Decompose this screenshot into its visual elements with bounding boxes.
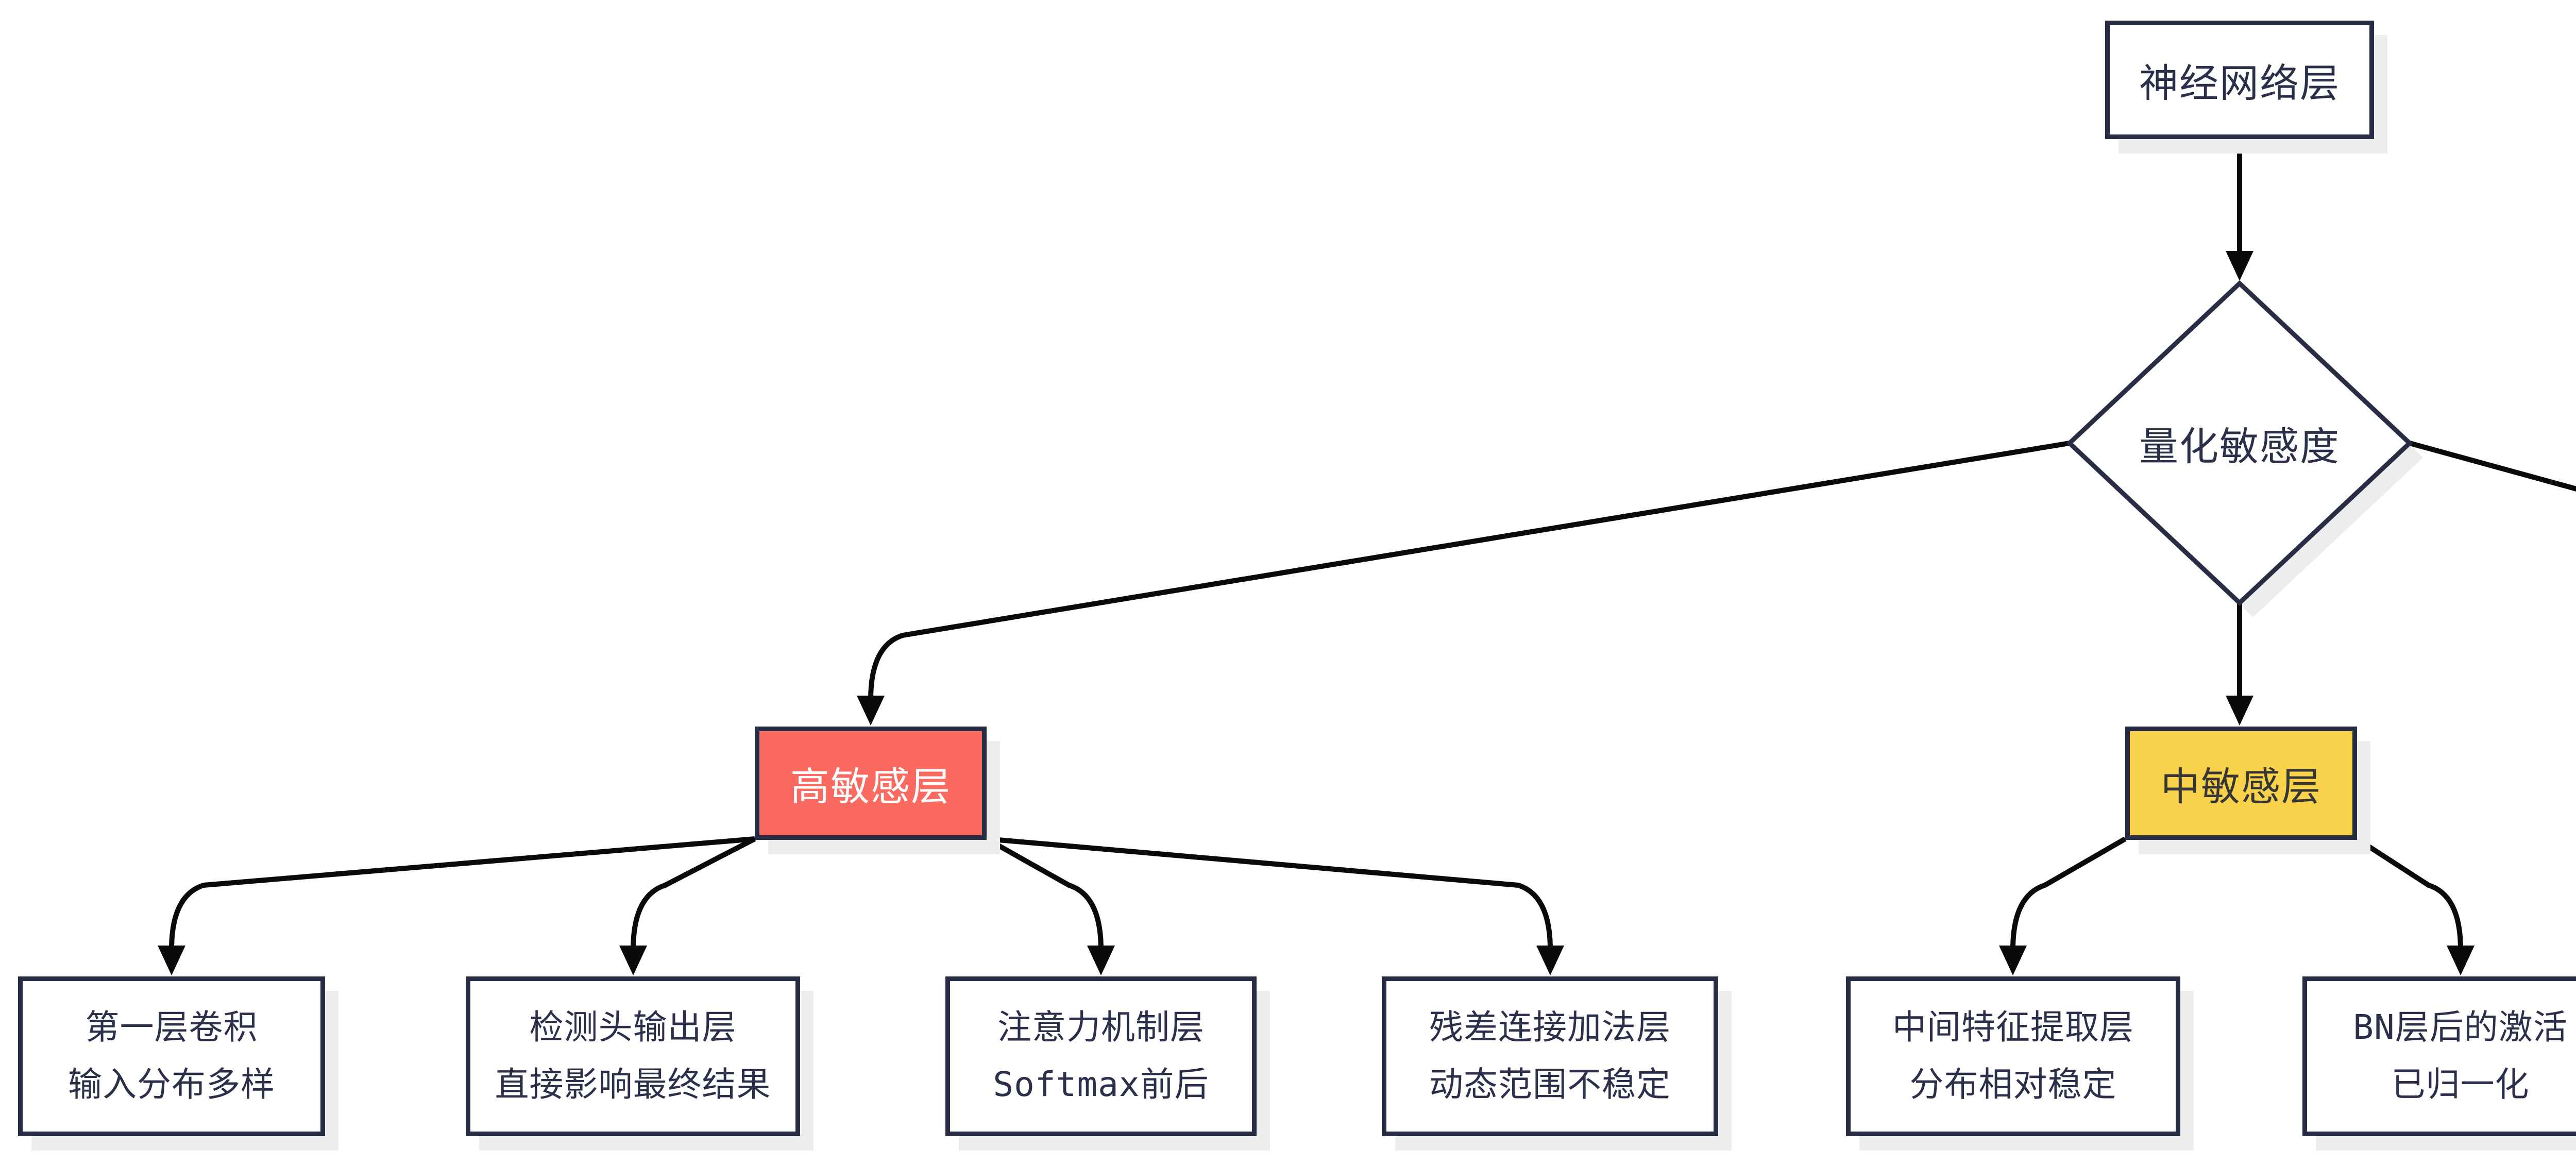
- leaf-line: 已归一化: [2391, 1065, 2530, 1104]
- node-high-sensitivity-layer: 高敏感层: [755, 727, 987, 840]
- node-root-label: 神经网络层: [2139, 62, 2340, 106]
- decision-label: 量化敏感度: [2139, 425, 2340, 469]
- edge-high-to-leaf2: [631, 836, 756, 950]
- leaf-line: 注意力机制层: [997, 1007, 1205, 1048]
- high-sensitivity-label: 高敏感层: [790, 765, 951, 809]
- edge-group: [158, 140, 2576, 975]
- edge-decision-to-high: [868, 441, 2070, 700]
- edge-high-to-leaf4-arrowhead-icon: [1536, 946, 1564, 975]
- edge-mid-to-leaf5-arrowhead-icon: [1999, 946, 2027, 975]
- leaf-detect-head: 检测头输出层 直接影响最终结果: [466, 976, 800, 1136]
- leaf-line: 检测头输出层: [529, 1007, 737, 1048]
- node-decision-quantization-sensitivity: 量化敏感度: [2085, 412, 2394, 474]
- edge-decision-to-mid-arrowhead-icon: [2226, 696, 2253, 726]
- leaf-line: 第一层卷积: [85, 1007, 258, 1048]
- leaf-line: 中间特征提取层: [1892, 1007, 2134, 1048]
- leaf-first-conv: 第一层卷积 输入分布多样: [18, 976, 325, 1136]
- leaf-line: Softmax前后: [993, 1065, 1209, 1104]
- edge-mid-to-leaf6-arrowhead-icon: [2447, 946, 2475, 975]
- edge-mid-to-leaf6: [2355, 836, 2463, 950]
- node-mid-sensitivity-layer: 中敏感层: [2125, 727, 2357, 840]
- edge-high-to-leaf1: [169, 836, 755, 950]
- edge-high-to-leaf2-arrowhead-icon: [619, 946, 647, 975]
- leaf-bn-activation: BN层后的激活 已归一化: [2302, 976, 2576, 1136]
- leaf-line: 动态范围不稳定: [1429, 1065, 1671, 1104]
- edge-decision-to-low: [2409, 441, 2576, 492]
- edge-decision-to-high-arrowhead-icon: [857, 696, 885, 726]
- edge-mid-to-leaf5: [2010, 836, 2127, 950]
- edge-high-to-leaf3-arrowhead-icon: [1087, 946, 1115, 975]
- leaf-mid-feature: 中间特征提取层 分布相对稳定: [1846, 976, 2180, 1136]
- leaf-line: BN层后的激活: [2353, 1007, 2568, 1048]
- leaf-line: 输入分布多样: [68, 1065, 275, 1104]
- mid-sensitivity-label: 中敏感层: [2161, 765, 2321, 809]
- leaf-line: 分布相对稳定: [1909, 1065, 2117, 1104]
- node-neural-network-layer: 神经网络层: [2105, 21, 2374, 139]
- edge-high-to-leaf1-arrowhead-icon: [158, 946, 185, 975]
- edge-high-to-leaf4: [986, 836, 1553, 950]
- leaf-attention: 注意力机制层 Softmax前后: [945, 976, 1257, 1136]
- edge-root-to-decision-arrowhead-icon: [2226, 251, 2253, 281]
- decision-diamond-shape: [2066, 280, 2413, 606]
- leaf-residual-add: 残差连接加法层 动态范围不稳定: [1382, 976, 1718, 1136]
- leaf-line: 残差连接加法层: [1429, 1007, 1671, 1048]
- leaf-line: 直接影响最终结果: [495, 1065, 771, 1104]
- edge-high-to-leaf3: [985, 836, 1104, 950]
